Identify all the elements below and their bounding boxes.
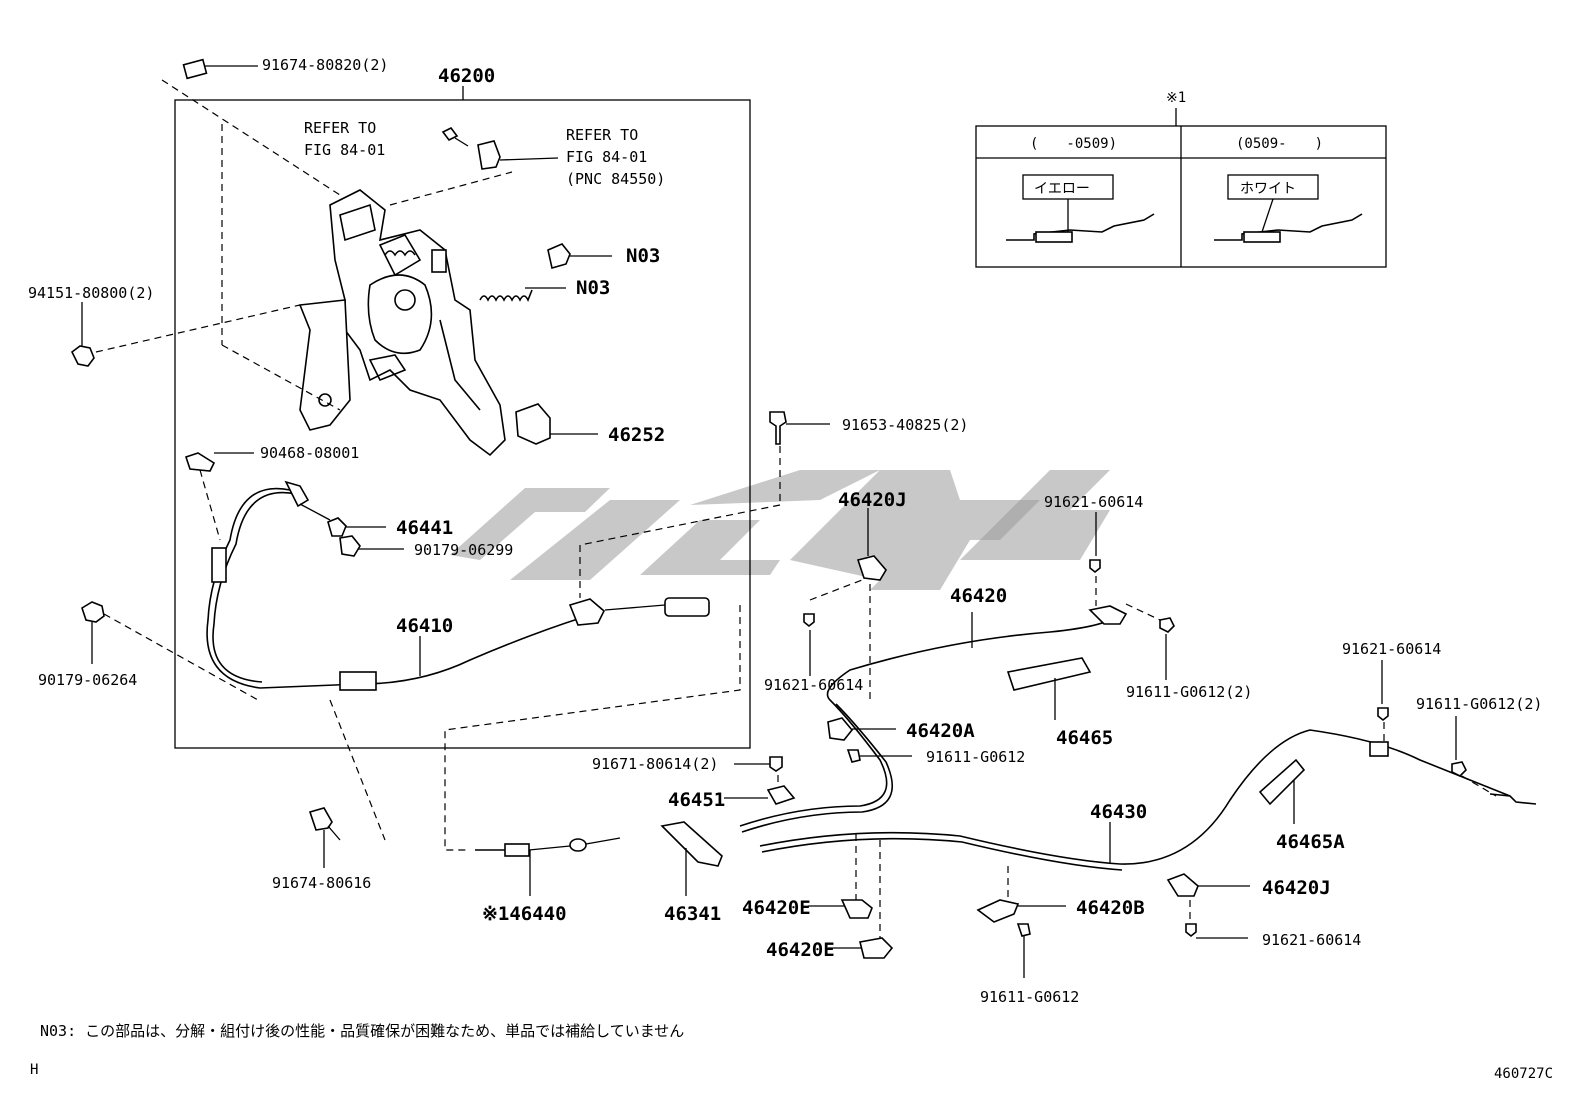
label-46465A: 46465A <box>1276 831 1345 853</box>
nut-icon-94151 <box>70 345 95 367</box>
grommet-icon-46465 <box>1006 657 1092 691</box>
watermark-logo <box>450 470 1110 590</box>
cable-46410 <box>206 487 601 689</box>
inset-col1-header: ( -0509) <box>1030 136 1117 152</box>
label-46420B: 46420B <box>1076 897 1145 919</box>
clip-icon-46420A <box>827 717 854 741</box>
bolt-icon-refer <box>441 126 459 142</box>
clip-icon-46420E-b <box>859 937 894 959</box>
label-91674-80820: 91674-80820(2) <box>262 56 388 74</box>
clip-icon-46420E-a <box>840 899 873 919</box>
label-n03-a: N03 <box>626 245 660 267</box>
bolt-icon-91621-c <box>1185 923 1197 938</box>
label-91653-40825: 91653-40825(2) <box>842 416 968 434</box>
label-46410: 46410 <box>396 615 453 637</box>
bolt-icon-91674-80820 <box>182 58 258 80</box>
figure-code: 460727C <box>1494 1066 1553 1082</box>
bolt-icon-91611-b <box>846 749 861 763</box>
label-91611-G0612-c: 91611-G0612 <box>980 988 1079 1006</box>
clip-icon-refer <box>477 140 501 170</box>
bracket-icon-46252 <box>515 403 551 445</box>
label-refer2-line3: (PNC 84550) <box>566 170 665 188</box>
label-91674-80616: 91674-80616 <box>272 874 371 892</box>
label-91621-60614-a: 91621-60614 <box>1044 493 1143 511</box>
bolt-icon-91611-d <box>1451 761 1467 777</box>
label-46465: 46465 <box>1056 727 1113 749</box>
bolt-icon-91621-b <box>803 613 815 628</box>
label-46420J-bottom: 46420J <box>1262 877 1331 899</box>
variant-inset-table <box>975 108 1387 268</box>
label-46420J-top: 46420J <box>838 489 907 511</box>
clip-icon-46420J-top <box>856 555 887 581</box>
spring-icon <box>479 289 533 302</box>
clip-icon-90468 <box>184 452 216 472</box>
label-46420A: 46420A <box>906 720 975 742</box>
inset-col2-tag: ホワイト <box>1240 181 1296 197</box>
nut-icon-46441 <box>327 517 347 537</box>
label-91621-60614-b: 91621-60614 <box>764 676 863 694</box>
bracket-icon-46341 <box>660 821 723 867</box>
bracket-icon-46451 <box>766 785 796 805</box>
label-91611-G0612-d: 91611-G0612(2) <box>1416 695 1542 713</box>
bolt-icon-91653 <box>769 411 787 445</box>
bolt-icon-91611-a <box>1159 617 1175 633</box>
bolt-icon-91611-c <box>1016 923 1031 937</box>
bolt-icon-91621-a <box>1089 559 1101 574</box>
label-46420E-a: 46420E <box>742 897 811 919</box>
inset-mark: ※1 <box>1166 90 1186 106</box>
clip-icon-46420J-bottom <box>1166 873 1199 897</box>
label-90468-08001: 90468-08001 <box>260 444 359 462</box>
label-94151-80800: 94151-80800(2) <box>28 284 154 302</box>
cable-46440 <box>475 837 621 896</box>
label-refer2-line1: REFER TO <box>566 126 638 144</box>
inset-col1-tag: イエロー <box>1034 181 1090 197</box>
label-46451: 46451 <box>668 789 725 811</box>
label-90179-06264: 90179-06264 <box>38 671 137 689</box>
grommet-icon-46465A <box>1258 758 1306 806</box>
label-91621-60614-c: 91621-60614 <box>1262 931 1361 949</box>
label-46420: 46420 <box>950 585 1007 607</box>
cable-46430 <box>759 729 1511 865</box>
footnote-n03: N03: この部品は、分解・組付け後の性能・品質確保が困難なため、単品では補給し… <box>40 1022 684 1040</box>
bracket-icon-46420B <box>976 899 1020 923</box>
label-46341: 46341 <box>664 903 721 925</box>
stopper-cap-icon <box>547 243 571 270</box>
label-refer1-line2: FIG 84-01 <box>304 141 385 159</box>
label-46430: 46430 <box>1090 801 1147 823</box>
label-n03-b: N03 <box>576 277 610 299</box>
label-46440: ※146440 <box>482 903 567 925</box>
inset-col2-header: (0509- ) <box>1236 136 1323 152</box>
parking-brake-pedal-assembly <box>298 189 506 457</box>
label-91671-80614: 91671-80614(2) <box>592 755 718 773</box>
label-91621-60614-d: 91621-60614 <box>1342 640 1441 658</box>
label-refer2-line2: FIG 84-01 <box>566 148 647 166</box>
label-91611-G0612-a: 91611-G0612(2) <box>1126 683 1252 701</box>
bolt-icon-91674-80616 <box>308 807 333 831</box>
label-91611-G0612-b: 91611-G0612 <box>926 748 1025 766</box>
label-46252: 46252 <box>608 424 665 446</box>
nut-icon-90179-06264 <box>81 601 105 623</box>
label-46441: 46441 <box>396 517 453 539</box>
label-46420E-b: 46420E <box>766 939 835 961</box>
bolt-icon-91621-d <box>1377 707 1389 722</box>
label-90179-06299: 90179-06299 <box>414 541 513 559</box>
label-46200: 46200 <box>438 65 495 87</box>
corner-mark-h: H <box>30 1062 38 1078</box>
nut-icon-90179-06299 <box>339 535 361 557</box>
label-refer1-line1: REFER TO <box>304 119 376 137</box>
cable-46420 <box>739 613 1119 827</box>
bolt-icon-91671 <box>769 756 783 772</box>
